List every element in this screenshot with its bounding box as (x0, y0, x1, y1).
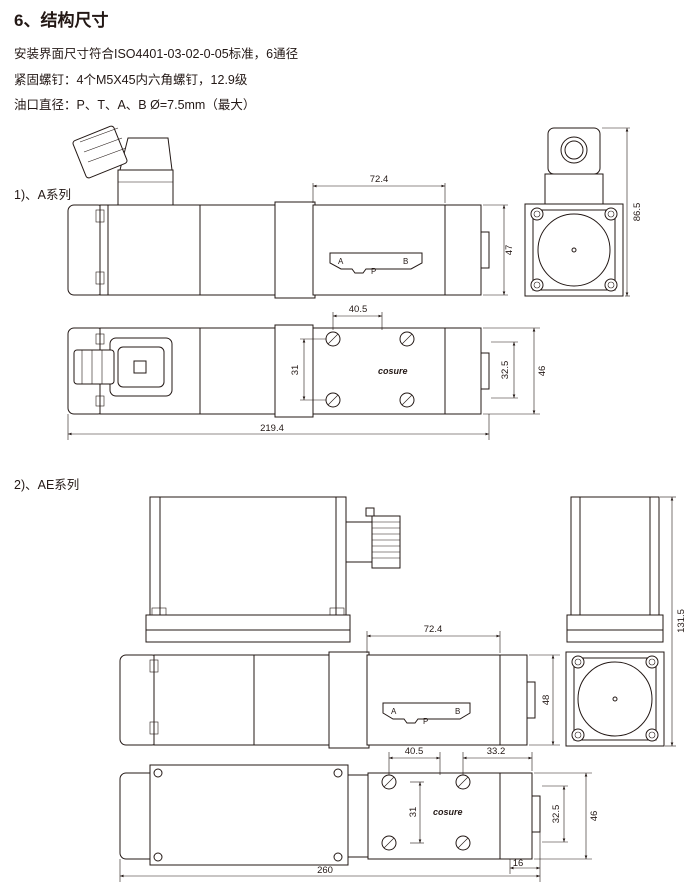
a-connector-body (119, 137, 173, 171)
ae-dim-bolt-spacing: 40.5 (405, 746, 424, 757)
a-side-bolts (530, 207, 618, 292)
a-side-view: 86.5 (524, 127, 643, 297)
a-dim-port-spacing: 32.5 (500, 361, 511, 380)
ae-side-view: 131.5 (565, 496, 687, 747)
a-connector-base (117, 169, 174, 206)
ae-connector-base (345, 521, 373, 563)
ae-valve-body (366, 654, 528, 746)
series-a-label: 1)、A系列 (14, 188, 71, 202)
a-dim-body-width: 46 (537, 366, 548, 377)
a-connector-plug (72, 125, 128, 179)
a-tube-nut (274, 201, 316, 299)
a-top-plug (73, 349, 115, 385)
ae-front-view: A P B 72.4 48 (119, 496, 560, 749)
ae-connector (371, 515, 401, 569)
ae-port-a-label: A (391, 707, 397, 716)
a-top-tube (199, 327, 276, 415)
a-valve-body (312, 204, 482, 296)
ae-housing-base (145, 614, 351, 631)
ae-top-bolts (381, 774, 471, 851)
ae-dim-body-width: 46 (589, 811, 600, 822)
spec-port-diameter: 油口直径：P、T、A、B Ø=7.5mm（最大） (14, 98, 256, 112)
a-end-plug (480, 231, 490, 269)
ae-port-plate (382, 702, 471, 724)
a-dim-top-width: 72.4 (370, 174, 389, 185)
section-title: 6、结构尺寸 (14, 11, 109, 30)
ae-brand-logo: cosure (433, 807, 463, 817)
a-side-connector-base (544, 173, 604, 205)
a-top-view: cosure 40.5 31 32.5 46 219.4 (67, 304, 548, 440)
a-top-nut (274, 324, 314, 418)
a-coil (99, 204, 201, 296)
ae-top-nut (347, 774, 369, 858)
ae-tube (253, 654, 330, 746)
a-brand-logo: cosure (378, 366, 408, 376)
a-armature-tube (199, 204, 276, 296)
ae-dim-top-width: 72.4 (424, 624, 443, 635)
ae-port-p-label: P (423, 717, 428, 726)
a-side-face (537, 213, 611, 287)
ae-coil (153, 654, 255, 746)
a-port-b-label: B (403, 257, 408, 266)
ae-dim-front-height: 48 (541, 695, 552, 706)
ae-coil-end (119, 654, 159, 746)
ae-dim-offset: 33.2 (487, 746, 506, 757)
a-port-p-label: P (371, 267, 376, 276)
spec-screws: 紧固螺钉：4个M5X45内六角螺钉，12.9级 (14, 73, 248, 87)
a-dim-front-height: 47 (504, 245, 515, 256)
a-dim-side-height: 86.5 (632, 203, 643, 222)
a-dim-overall-length: 219.4 (260, 423, 284, 434)
ae-top-view: cosure 40.5 33.2 31 32.5 46 260 16 (119, 746, 600, 882)
a-dim-bolt-height: 31 (290, 365, 301, 376)
ae-dim-port-spacing: 32.5 (551, 805, 562, 824)
spec-interface: 安装界面尺寸符合ISO4401-03-02-0-05标准，6通径 (14, 47, 299, 61)
ae-dim-bolt-height: 31 (408, 807, 419, 818)
a-port-plate (329, 252, 423, 274)
series-ae-label: 2)、AE系列 (14, 478, 80, 492)
a-coil-end (67, 204, 105, 296)
ae-side-bolts (571, 655, 659, 742)
ae-dim-overall-length: 260 (317, 865, 333, 876)
a-port-a-label: A (338, 257, 344, 266)
a-top-body (312, 327, 482, 415)
ae-port-b-label: B (455, 707, 460, 716)
a-front-view: A P B 72.4 47 (67, 125, 515, 299)
ae-dim-end-length: 16 (513, 858, 524, 869)
a-top-bolts (325, 331, 415, 408)
a-dim-bolt-spacing: 40.5 (349, 304, 368, 315)
ae-side-face (577, 661, 653, 737)
ae-dim-side-height: 131.5 (676, 609, 687, 633)
ae-top-housing (149, 764, 349, 866)
ae-tube-nut (328, 651, 370, 749)
